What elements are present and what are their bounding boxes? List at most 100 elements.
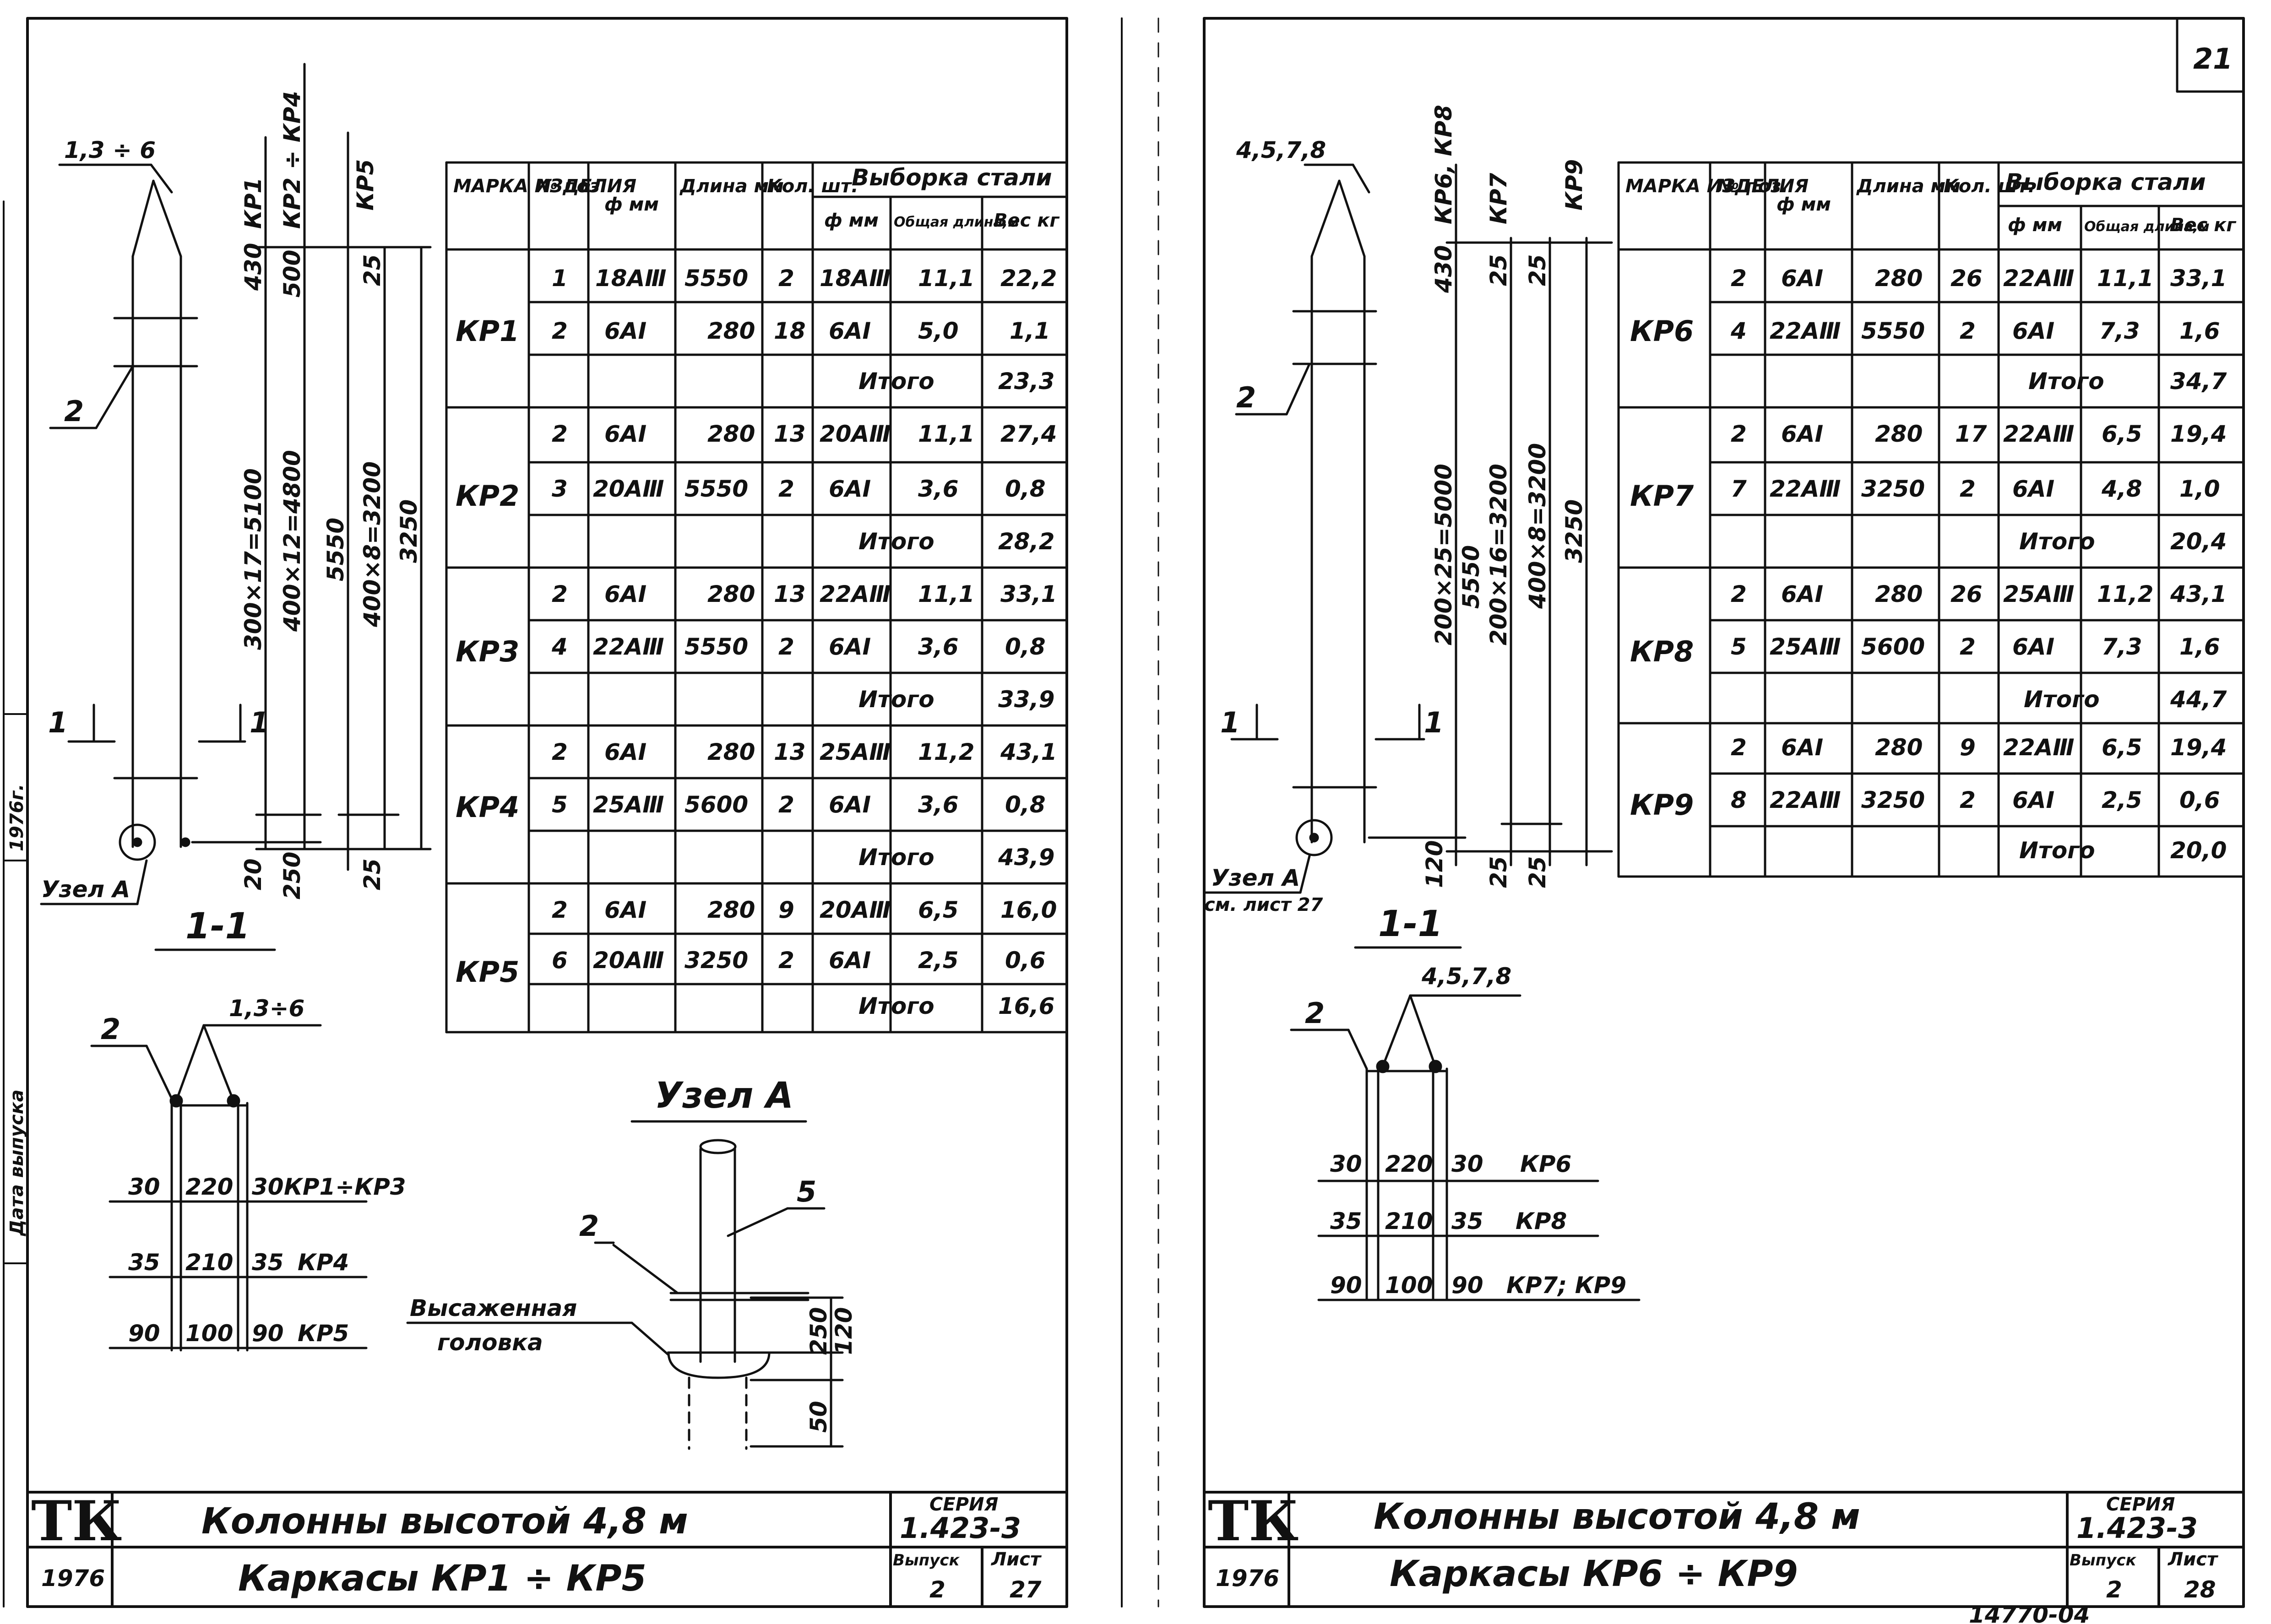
r-dim-25a: 25 — [1485, 254, 1512, 286]
kp5-total: 16,6 — [998, 993, 1054, 1019]
kp2-r2-dia: 20АⅢ — [593, 476, 664, 502]
kp5-r2-len: 3250 — [685, 947, 748, 974]
kp5-r1-swt: 16,0 — [1000, 897, 1057, 923]
kp1-r2-swt: 1,1 — [1010, 318, 1050, 344]
r-col-kp6-8: КР6, КР8 — [1430, 105, 1457, 224]
r-sec-r1-b: 220 — [1385, 1151, 1433, 1177]
kp1-r2-pos: 2 — [552, 318, 568, 344]
hdr-sel: Выборка стали — [852, 164, 1052, 191]
right-title-block — [1203, 1491, 2245, 1608]
r-sec-r1-mark: КР6 — [1520, 1151, 1571, 1177]
kp8-r2-qty: 2 — [1960, 633, 1976, 660]
kp4-r1-dia: 6АⅠ — [604, 739, 647, 765]
kp5-r2-dia: 20АⅢ — [593, 947, 664, 974]
r-hdr-qty: Кол. шт. — [1944, 176, 2035, 197]
left-elevation — [40, 63, 432, 951]
kp3-r2-len: 5550 — [685, 633, 748, 660]
hdr-dia: ф мм — [604, 194, 659, 215]
l-dim-20: 20 — [240, 858, 266, 890]
r-sheet-label: Лист — [2168, 1549, 2219, 1570]
l-section-title: 1-1 — [185, 906, 250, 947]
kp8-r1-dia: 6АⅠ — [1781, 581, 1823, 607]
kp8-r1-swt: 43,1 — [2170, 581, 2227, 607]
node-a-labels: Узел А 5 2 Высаженная головка 250 120 50 — [410, 1075, 857, 1433]
kp5-r2-swt: 0,6 — [1005, 947, 1046, 974]
hdr-len: Длина мм — [679, 176, 784, 197]
r-sec-r3-a: 90 — [1330, 1272, 1362, 1299]
kp1-total: 23,3 — [998, 368, 1054, 395]
left-section-labels: 1,3÷6 2 30 220 30 КР1÷КР3 35 210 35 КР4 … — [101, 995, 406, 1347]
side-year-box: 1976г. — [6, 784, 27, 851]
l-sec-r1-a: 30 — [128, 1174, 160, 1200]
l-sec-r3-mark: КР5 — [298, 1320, 349, 1347]
node-dim-250: 250 — [805, 1307, 832, 1355]
kp1-r1-dia: 18АⅢ — [595, 265, 667, 292]
l-sec-r3-c: 90 — [252, 1320, 284, 1347]
kp7-mark: КР7 — [1630, 479, 1694, 513]
kp2-total-label: Итого — [858, 528, 934, 555]
kp5-r1-slen: 6,5 — [918, 897, 959, 923]
kp3-r1-pos: 2 — [552, 581, 568, 607]
r-dim-25b: 25 — [1524, 254, 1551, 286]
l-series: 1.423-3 — [900, 1511, 1021, 1545]
kp5-r1-sdia: 20АⅢ — [820, 897, 891, 923]
r-sec-top-label: 4,5,7,8 — [1421, 963, 1511, 990]
kp2-r1-qty: 13 — [774, 421, 806, 447]
kp4-r1-qty: 13 — [774, 739, 806, 765]
kp7-r1-sdia: 22АⅢ — [2003, 421, 2075, 447]
l-node-label: Узел А — [41, 876, 130, 903]
kp6-r1-len: 280 — [1875, 265, 1923, 292]
r-hdr-dia: ф мм — [1777, 194, 1831, 215]
right-elevation-labels: 21 4,5,7,8 КР6, КР8 КР7 КР9 430 25 25 20… — [1204, 42, 2233, 945]
kp5-r2-qty: 2 — [778, 947, 794, 974]
r-dim-25c: 25 — [1485, 856, 1512, 888]
kp6-r2-sdia: 6АⅠ — [2012, 318, 2054, 344]
kp6-r2-dia: 22АⅢ — [1770, 318, 1841, 344]
right-table: МАРКА ИЗДЕЛИЯ № поз. ф мм Длина мм Кол. … — [1625, 169, 2236, 864]
kp3-r2-swt: 0,8 — [1005, 633, 1046, 660]
r-node-label: Узел А — [1211, 865, 1300, 891]
kp3-r1-len: 280 — [707, 581, 755, 607]
node-pos2: 2 — [579, 1209, 599, 1243]
kp1-mark: КР1 — [456, 314, 519, 348]
kp9-r2-slen: 2,5 — [2102, 787, 2142, 813]
kp4-total-label: Итого — [858, 844, 934, 871]
kp9-r1-swt: 19,4 — [2170, 734, 2227, 761]
l-cut-left: 1 — [48, 706, 68, 739]
hdr-qty: Кол. шт. — [767, 176, 858, 197]
l-year: 1976 — [41, 1565, 105, 1592]
kp2-r1-dia: 6АⅠ — [604, 421, 647, 447]
kp9-r2-dia: 22АⅢ — [1770, 787, 1841, 813]
left-elevation-labels: 1,3 ÷ 6 КР1 КР2 ÷ КР4 КР5 430 500 25 300… — [41, 91, 422, 947]
kp9-r2-swt: 0,6 — [2179, 787, 2220, 813]
r-section-title: 1-1 — [1378, 904, 1443, 945]
kp6-r1-dia: 6АⅠ — [1781, 265, 1823, 292]
kp5-r2-slen: 2,5 — [918, 947, 959, 974]
r-logo: ТК — [1208, 1489, 1298, 1554]
r-sec-r1-c: 30 — [1451, 1151, 1483, 1177]
kp3-r1-qty: 13 — [774, 581, 806, 607]
page-number-box — [2176, 17, 2245, 93]
l-sec-r2-a: 35 — [128, 1249, 160, 1276]
l-issue-label: Выпуск — [893, 1551, 960, 1570]
l-pos2: 2 — [64, 395, 84, 428]
l-sec-r1-b: 220 — [185, 1174, 233, 1200]
kp3-r1-dia: 6АⅠ — [604, 581, 647, 607]
right-frame — [1203, 17, 2245, 1608]
kp7-r1-slen: 6,5 — [2102, 421, 2142, 447]
r-sec-r3-b: 100 — [1385, 1272, 1433, 1299]
kp3-r2-pos: 4 — [551, 633, 568, 660]
kp4-r2-len: 5600 — [685, 791, 748, 818]
kp2-r1-slen: 11,1 — [918, 421, 974, 447]
kp1-r1-slen: 11,1 — [918, 265, 974, 292]
r-sec-r2-c: 35 — [1451, 1208, 1483, 1234]
kp5-r1-dia: 6АⅠ — [604, 897, 647, 923]
kp8-total: 44,7 — [2170, 686, 2227, 713]
kp7-total-label: Итого — [2019, 528, 2095, 555]
kp8-r2-pos: 5 — [1731, 633, 1747, 660]
kp2-r2-qty: 2 — [778, 476, 794, 502]
kp8-r1-pos: 2 — [1731, 581, 1747, 607]
r-title-2: Каркасы КР6 ÷ КР9 — [1390, 1554, 1798, 1595]
kp2-r2-swt: 0,8 — [1005, 476, 1046, 502]
l-sec-r2-c: 35 — [252, 1249, 284, 1276]
